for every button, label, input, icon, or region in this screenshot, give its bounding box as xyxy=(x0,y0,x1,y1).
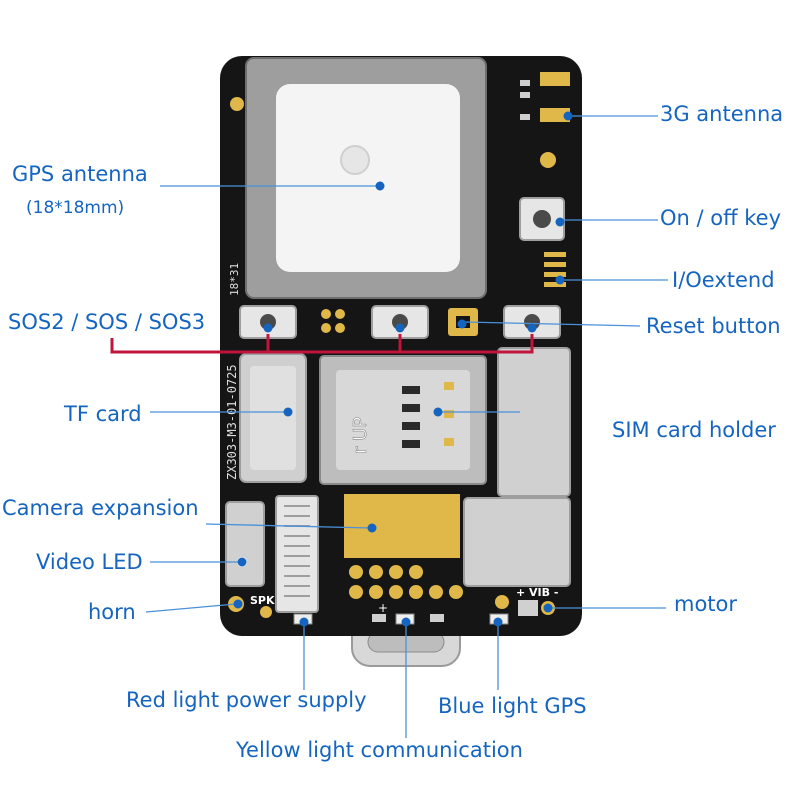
label-io-extend: I/Oextend xyxy=(672,268,775,292)
dot-pad xyxy=(389,565,403,579)
leader-dot-yellow xyxy=(401,617,411,627)
sim-pad xyxy=(444,438,454,446)
sim-pad xyxy=(444,410,454,418)
camera-expansion-pad xyxy=(344,494,460,558)
sos-bracket xyxy=(110,334,534,354)
leader-dot-motor xyxy=(543,603,553,613)
motor-pad xyxy=(495,595,509,609)
label-horn: horn xyxy=(88,600,136,624)
label-reset-button: Reset button xyxy=(646,314,781,338)
sim-mark: r UP xyxy=(350,417,371,454)
leader-camera xyxy=(205,523,371,529)
label-on-off-key: On / off key xyxy=(660,206,782,230)
sim-contact xyxy=(402,404,420,412)
io-pin-4 xyxy=(544,282,566,287)
silk-gps: 18*31 xyxy=(228,263,241,296)
label-gps-antenna: GPS antenna xyxy=(12,162,148,186)
dot-pad xyxy=(409,565,423,579)
horn-pad xyxy=(260,606,272,618)
dot-pad xyxy=(429,585,443,599)
leader-dot-gps xyxy=(375,181,385,191)
dot-pad xyxy=(409,585,423,599)
label-sim-holder: SIM card holder xyxy=(612,418,776,442)
leader-horn xyxy=(145,603,237,613)
dot-pad xyxy=(389,585,403,599)
on-off-key-cap xyxy=(533,210,551,228)
leader-dot-video xyxy=(237,557,247,567)
quad-pad xyxy=(335,323,345,333)
leader-dot-red xyxy=(299,617,309,627)
dot-pad xyxy=(349,565,363,579)
dot-pad xyxy=(369,585,383,599)
leader-dot-sos3 xyxy=(527,323,537,333)
dot-pad xyxy=(369,565,383,579)
leader-dot-sos xyxy=(395,323,405,333)
lower-shield xyxy=(463,497,571,587)
leader-dot-3g xyxy=(563,111,573,121)
antenna-3g-pad-2 xyxy=(540,108,570,122)
io-pin-2 xyxy=(544,262,566,267)
antenna-3g-smd-1 xyxy=(520,80,530,86)
io-pin-3 xyxy=(544,272,566,277)
leader-dot-sim xyxy=(433,407,443,417)
quad-pad xyxy=(321,309,331,319)
leader-dot-io xyxy=(555,275,565,285)
leader-dot-onoff xyxy=(555,217,565,227)
camera-connector xyxy=(275,495,319,613)
silk-plus: + xyxy=(378,601,388,615)
motor-smd xyxy=(518,600,538,616)
tf-card-window xyxy=(250,366,296,470)
label-motor: motor xyxy=(674,592,738,616)
silk-model: ZX303-M3-01-0725 xyxy=(225,364,239,480)
antenna-3g-smd-2 xyxy=(520,92,530,98)
gps-feed-point xyxy=(340,145,370,175)
leader-reset xyxy=(463,321,641,327)
leader-dot-sos2 xyxy=(263,323,273,333)
leader-dot-blue xyxy=(493,617,503,627)
label-tf-card: TF card xyxy=(64,402,142,426)
label-red-light: Red light power supply xyxy=(126,688,367,712)
silk-vib: + VIB - xyxy=(516,586,558,599)
antenna-3g-smd-3 xyxy=(520,114,530,120)
label-3g-antenna: 3G antenna xyxy=(660,102,784,126)
antenna-3g-pad-1 xyxy=(540,72,570,86)
sim-pad xyxy=(444,382,454,390)
gps-antenna-patch xyxy=(276,84,460,272)
smd-component xyxy=(430,614,444,622)
sim-contact xyxy=(402,386,420,394)
leader-dot-reset xyxy=(457,319,467,329)
label-gps-size: (18*18mm) xyxy=(26,198,125,218)
leader-dot-tf xyxy=(283,407,293,417)
quad-pad xyxy=(335,309,345,319)
smd-component xyxy=(372,614,386,622)
label-blue-light: Blue light GPS xyxy=(438,694,587,718)
quad-pad xyxy=(321,323,331,333)
sim-contact xyxy=(402,440,420,448)
sim-contact xyxy=(402,422,420,430)
label-sos: SOS2 / SOS / SOS3 xyxy=(8,310,206,334)
label-yellow-light: Yellow light communication xyxy=(236,738,523,762)
label-camera-expansion: Camera expansion xyxy=(2,496,199,520)
leader-dot-camera xyxy=(367,523,377,533)
mounting-hole xyxy=(230,97,244,111)
leader-lines xyxy=(145,115,668,738)
silk-spk: SPK xyxy=(250,594,275,607)
dot-pad xyxy=(449,585,463,599)
video-led-module xyxy=(225,501,265,587)
sim-holder-inner xyxy=(336,370,470,470)
io-pin-1 xyxy=(544,252,566,257)
rf-shield xyxy=(497,347,571,497)
label-video-led: Video LED xyxy=(36,550,143,574)
leader-dot-horn xyxy=(233,599,243,609)
dot-pad xyxy=(349,585,363,599)
gold-test-pad xyxy=(540,152,556,168)
